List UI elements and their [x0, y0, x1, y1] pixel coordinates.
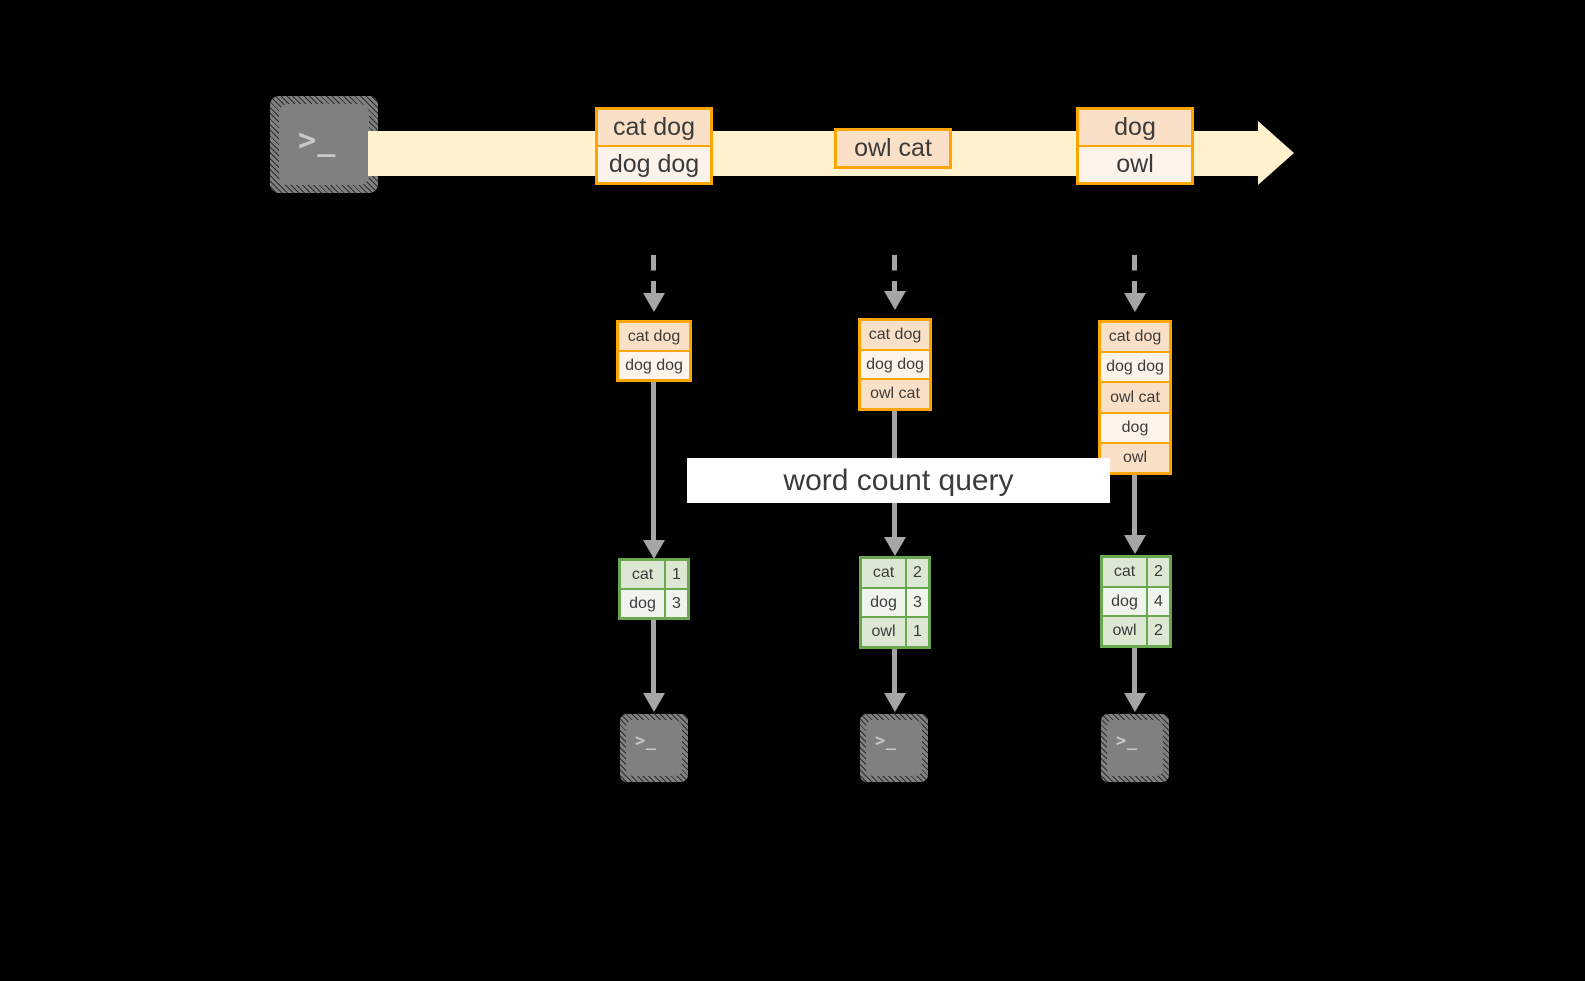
table-row: dog 3 [862, 588, 928, 619]
terminal-prompt-glyph: >_ [1116, 731, 1138, 751]
stream-record: owl cat [837, 131, 949, 166]
table-row: cat 1 [621, 561, 687, 590]
terminal-prompt-glyph: >_ [298, 123, 337, 158]
snapshot-1-to-result-connector [651, 382, 656, 542]
sink-terminal-icon-3: >_ [1101, 714, 1169, 782]
terminal-prompt-glyph: >_ [875, 731, 897, 751]
event-stream-arrowhead [1258, 121, 1294, 185]
word-cell: owl [862, 618, 907, 647]
snapshot-2-to-result-arrowhead [884, 537, 906, 556]
accumulated-record: dog dog [619, 352, 689, 379]
snapshot-3-accumulated-records: cat dog dog dog owl cat dog owl [1098, 320, 1172, 475]
word-cell: cat [1103, 558, 1148, 586]
result-3-to-sink-connector [1132, 648, 1137, 695]
snapshot-3-to-result-arrowhead [1124, 535, 1146, 554]
count-cell: 2 [1148, 558, 1169, 586]
table-row: dog 3 [621, 590, 687, 617]
stream-group-2: owl cat [834, 128, 952, 169]
snapshot-2-result-table: cat 2 dog 3 owl 1 [859, 556, 931, 649]
accumulated-record: cat dog [619, 323, 689, 352]
count-cell: 1 [666, 561, 687, 588]
stream-to-snapshot-connector [1132, 255, 1137, 295]
table-row: cat 2 [1103, 558, 1169, 588]
table-row: owl 2 [1103, 617, 1169, 646]
snapshot-3-result-table: cat 2 dog 4 owl 2 [1100, 555, 1172, 648]
word-cell: owl [1103, 617, 1148, 646]
accumulated-record: dog [1101, 413, 1169, 444]
stream-to-snapshot-arrowhead [1124, 293, 1146, 312]
word-cell: cat [862, 559, 907, 587]
accumulated-record: cat dog [1101, 323, 1169, 354]
result-1-to-sink-arrowhead [643, 693, 665, 712]
terminal-body [626, 720, 682, 776]
sink-terminal-icon-1: >_ [620, 714, 688, 782]
snapshot-2-accumulated-records: cat dog dog dog owl cat [858, 318, 932, 411]
word-cell: dog [621, 590, 666, 617]
snapshot-1-accumulated-records: cat dog dog dog [616, 320, 692, 382]
count-cell: 4 [1148, 587, 1169, 616]
table-row: owl 1 [862, 618, 928, 647]
snapshot-1-result-table: cat 1 dog 3 [618, 558, 690, 620]
count-cell: 1 [907, 618, 928, 647]
count-cell: 3 [907, 588, 928, 617]
accumulated-record: owl [1101, 443, 1169, 473]
word-cell: cat [621, 561, 666, 588]
word-cell: dog [1103, 587, 1148, 616]
accumulated-record: owl cat [861, 380, 929, 409]
stream-group-1: cat dog dog dog [595, 107, 713, 185]
terminal-body [866, 720, 922, 776]
result-1-to-sink-connector [651, 620, 656, 695]
snapshot-3-to-result-connector [1132, 475, 1137, 537]
word-cell: dog [862, 588, 907, 617]
stream-to-snapshot-arrowhead [884, 291, 906, 310]
terminal-prompt-glyph: >_ [635, 731, 657, 751]
stream-to-snapshot-connector [892, 255, 897, 293]
table-row: cat 2 [862, 559, 928, 589]
query-label-banner: word count query [687, 458, 1110, 503]
table-row: dog 4 [1103, 587, 1169, 618]
terminal-body [1107, 720, 1163, 776]
accumulated-record: dog dog [1101, 353, 1169, 384]
snapshot-1-to-result-arrowhead [643, 540, 665, 559]
stream-record: cat dog [598, 110, 710, 147]
accumulated-record: cat dog [861, 321, 929, 351]
stream-record: dog [1079, 110, 1191, 147]
stream-record: owl [1079, 147, 1191, 182]
sink-terminal-icon-2: >_ [860, 714, 928, 782]
accumulated-record: dog dog [861, 350, 929, 381]
accumulated-record: owl cat [1101, 383, 1169, 414]
stream-to-snapshot-connector [651, 255, 656, 295]
count-cell: 2 [1148, 617, 1169, 646]
result-2-to-sink-connector [892, 649, 897, 695]
result-3-to-sink-arrowhead [1124, 693, 1146, 712]
stream-to-snapshot-arrowhead [643, 293, 665, 312]
stream-group-3: dog owl [1076, 107, 1194, 185]
source-terminal-icon: >_ [270, 96, 378, 193]
stream-record: dog dog [598, 147, 710, 182]
result-2-to-sink-arrowhead [884, 693, 906, 712]
count-cell: 3 [666, 590, 687, 617]
count-cell: 2 [907, 559, 928, 587]
terminal-body [279, 104, 369, 185]
